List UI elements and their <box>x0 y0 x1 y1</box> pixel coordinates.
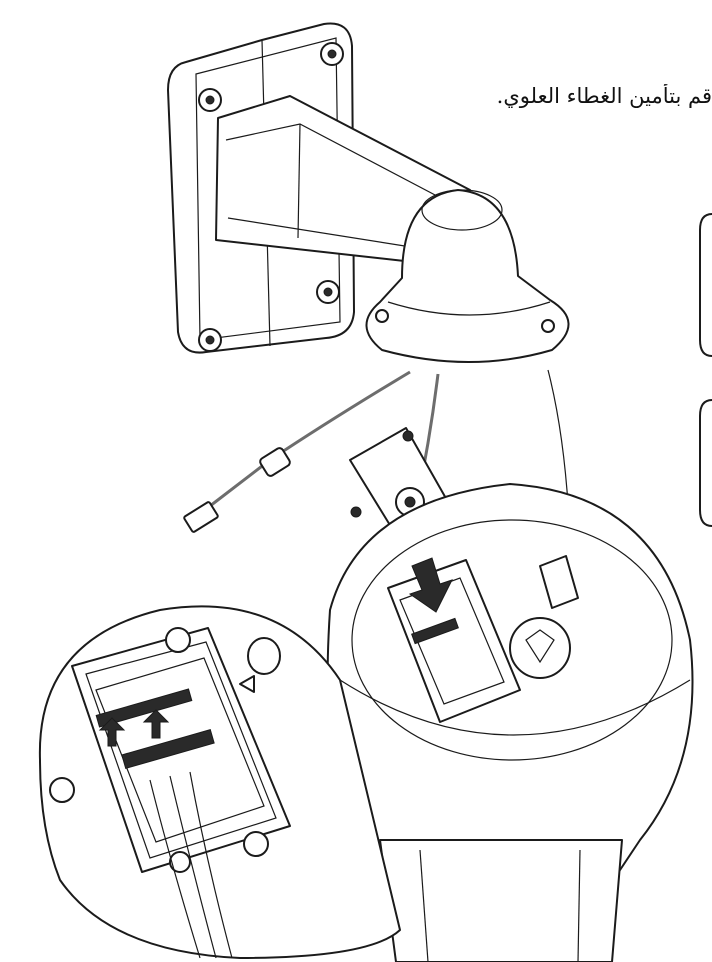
magnified-inset <box>38 605 401 959</box>
instruction-caption: قم بتأمين الغطاء العلوي. <box>496 84 712 108</box>
side-panel-partial <box>699 213 712 527</box>
triangle-mark-icon <box>239 675 255 693</box>
down-arrow-icon <box>408 557 453 613</box>
dome-button <box>247 637 281 675</box>
top-cover <box>365 189 570 363</box>
